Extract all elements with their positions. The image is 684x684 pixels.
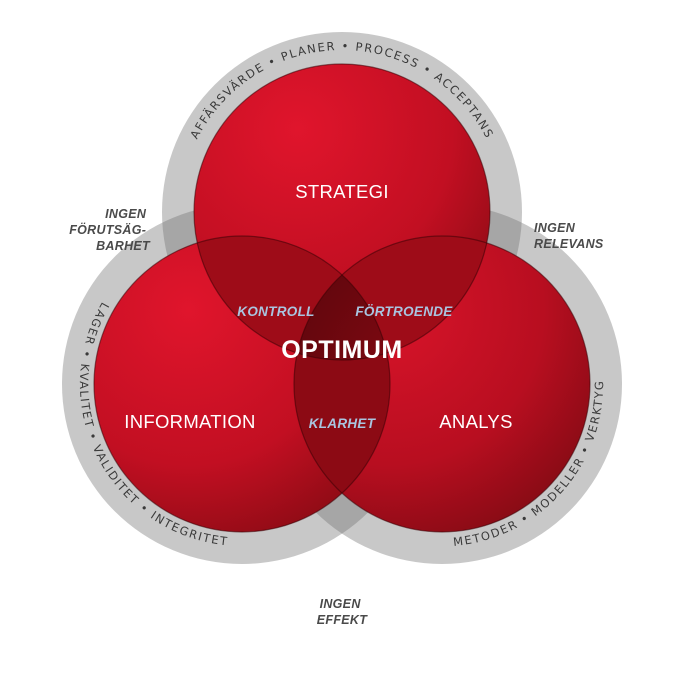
gap-label-bottom: INGEN EFFEKT [317,597,368,627]
red-circles [93,63,591,533]
gap-label-upper-left: INGEN FÖRUTSÄG- BARHET [69,207,151,253]
label-information: INFORMATION [124,411,255,432]
label-fortroende: FÖRTROENDE [355,304,453,319]
label-klarhet: KLARHET [309,416,377,431]
label-optimum: OPTIMUM [281,336,403,364]
overlap-optimum [294,236,390,360]
gap-label-upper-right: INGEN RELEVANS [534,221,604,251]
label-analys: ANALYS [439,411,512,432]
label-kontroll: KONTROLL [237,304,314,319]
label-strategi: STRATEGI [295,181,389,202]
